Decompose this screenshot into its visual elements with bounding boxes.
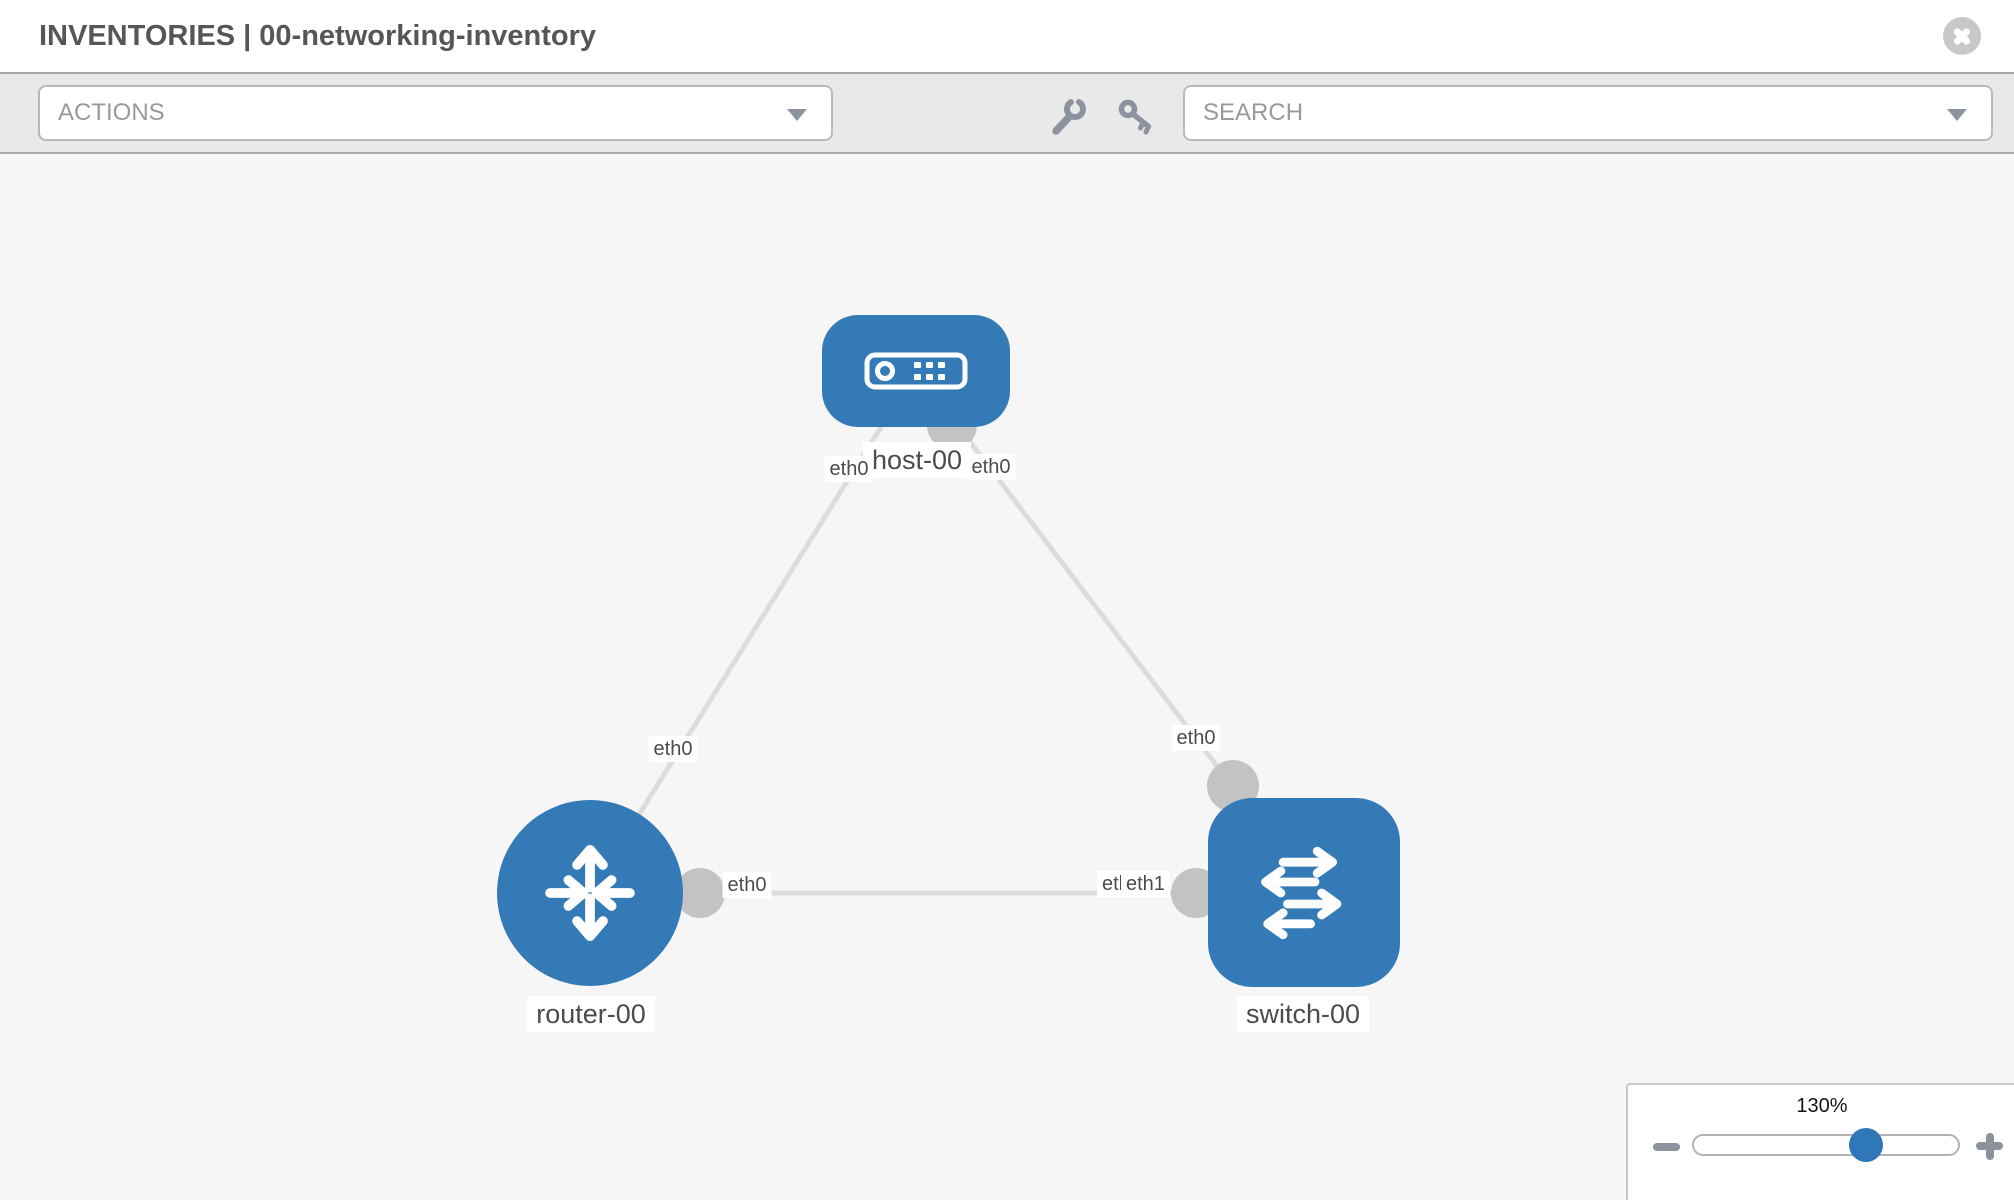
node-label-host: host-00 xyxy=(862,442,972,478)
zoom-in-button[interactable] xyxy=(1972,1129,2006,1163)
zoom-out-button[interactable] xyxy=(1649,1133,1683,1161)
chevron-down-icon xyxy=(787,109,807,121)
search-dropdown-label: SEARCH xyxy=(1203,99,1304,126)
switch-icon xyxy=(1261,846,1342,939)
node-switch-00[interactable] xyxy=(1208,798,1400,987)
close-button[interactable] xyxy=(1943,17,1981,55)
credentials-button[interactable] xyxy=(1116,97,1156,137)
node-label-router: router-00 xyxy=(527,996,655,1032)
host-icon xyxy=(864,352,968,390)
router-icon xyxy=(545,844,635,942)
zoom-panel: 130% xyxy=(1626,1083,2014,1200)
node-router-00[interactable] xyxy=(497,800,683,986)
interface-label: eth0 xyxy=(1171,725,1221,751)
actions-dropdown[interactable]: ACTIONS xyxy=(38,85,833,141)
zoom-slider-thumb[interactable] xyxy=(1849,1128,1883,1162)
interface-label: eth0 xyxy=(824,456,874,482)
minus-icon xyxy=(1653,1143,1680,1151)
interface-label: eth0 xyxy=(966,454,1016,480)
zoom-slider-track[interactable] xyxy=(1692,1128,1960,1162)
key-icon xyxy=(1118,99,1152,135)
interface-connector xyxy=(675,868,725,918)
chevron-down-icon xyxy=(1947,109,1967,121)
page-title: INVENTORIES | 00-networking-inventory xyxy=(39,20,597,52)
search-dropdown[interactable]: SEARCH xyxy=(1183,85,1993,141)
node-host-00[interactable] xyxy=(822,315,1010,427)
links-layer xyxy=(587,369,1310,918)
interface-label: eth1 xyxy=(1121,871,1170,897)
zoom-level-value: 130% xyxy=(1796,1095,1848,1117)
plus-icon xyxy=(1985,1132,1994,1160)
interface-label: eth0 xyxy=(722,872,772,898)
node-label-switch: switch-00 xyxy=(1236,996,1370,1032)
actions-dropdown-label: ACTIONS xyxy=(58,99,165,126)
wrench-icon xyxy=(1052,99,1086,135)
window-header: INVENTORIES | 00-networking-inventory xyxy=(0,0,2014,72)
configure-button[interactable] xyxy=(1048,97,1088,137)
interface-label: eth0 xyxy=(648,736,698,762)
topology-canvas[interactable]: host-00 router-00 switch-00 eth0 eth0 et… xyxy=(0,154,2014,1200)
